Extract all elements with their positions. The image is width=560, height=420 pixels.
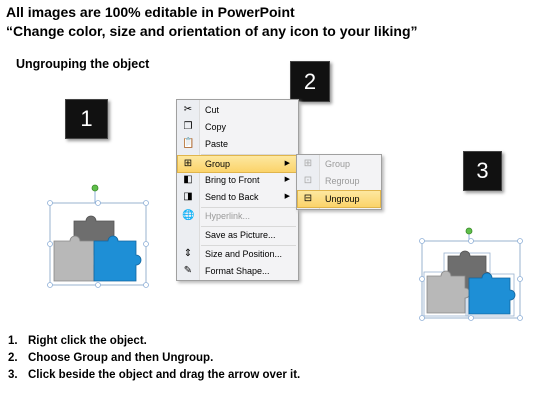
menu-item-size-and-position[interactable]: ⇕ Size and Position... xyxy=(183,248,283,259)
menu-item-send-to-back[interactable]: ◨ Send to Back ▶ xyxy=(178,189,297,205)
menu-item-format-shape[interactable]: ✎ Format Shape... xyxy=(183,265,270,276)
menu-separator xyxy=(201,226,296,227)
rotate-handle xyxy=(91,184,99,192)
resize-handles xyxy=(419,238,523,321)
menu-separator xyxy=(201,154,296,155)
menu-separator xyxy=(201,245,296,246)
hyperlink-icon: 🌐 xyxy=(182,210,195,221)
bring-front-icon: ◧ xyxy=(183,174,193,185)
menu-item-cut[interactable]: ✂ Cut xyxy=(183,104,220,115)
submenu-arrow-icon: ▶ xyxy=(284,160,290,167)
ungroup-icon: ⊟ xyxy=(303,193,313,204)
step-badge-2: 2 xyxy=(290,61,330,102)
menu-icon-gutter xyxy=(177,100,200,280)
menu-item-copy[interactable]: ❐ Copy xyxy=(183,121,227,132)
ungrouped-puzzle-object[interactable] xyxy=(418,226,524,322)
menu-item-group[interactable]: ⊞ Group ▶ xyxy=(177,155,298,173)
step-3: 3.Click beside the object and drag the a… xyxy=(8,369,301,381)
paste-icon: 📋 xyxy=(182,138,195,149)
menu-item-hyperlink: 🌐 Hyperlink... xyxy=(182,210,251,221)
send-back-icon: ◨ xyxy=(183,191,193,202)
rotate-handle xyxy=(465,227,473,235)
group-icon: ⊞ xyxy=(183,158,193,169)
size-icon: ⇕ xyxy=(183,248,193,259)
submenu-arrow-icon: ▶ xyxy=(284,176,290,183)
menu-item-save-as-picture[interactable]: Save as Picture... xyxy=(205,230,276,240)
puzzle-pieces xyxy=(426,250,516,315)
section-title: Ungrouping the object xyxy=(16,57,150,71)
group-submenu: ⊞ Group ⊡ Regroup ⊟ Ungroup xyxy=(296,154,382,210)
subheadline: “Change color, size and orientation of a… xyxy=(6,23,418,39)
step-1: 1.Right click the object. xyxy=(8,335,147,347)
format-shape-icon: ✎ xyxy=(183,265,193,276)
menu-separator xyxy=(201,207,296,208)
regroup-icon: ⊡ xyxy=(303,175,313,186)
menu-item-bring-to-front[interactable]: ◧ Bring to Front ▶ xyxy=(178,172,297,188)
step-2: 2.Choose Group and then Ungroup. xyxy=(8,352,214,364)
grouped-puzzle-object[interactable] xyxy=(44,183,154,288)
puzzle-pieces xyxy=(53,215,142,282)
submenu-item-ungroup[interactable]: ⊟ Ungroup xyxy=(297,190,381,208)
resize-handles xyxy=(47,200,149,288)
headline: All images are 100% editable in PowerPoi… xyxy=(6,4,295,20)
copy-icon: ❐ xyxy=(183,121,193,132)
instruction-steps: 1.Right click the object. 2.Choose Group… xyxy=(8,333,300,384)
step-badge-3: 3 xyxy=(463,151,502,191)
submenu-arrow-icon: ▶ xyxy=(284,193,290,200)
submenu-item-group: ⊞ Group xyxy=(303,158,351,169)
context-menu: ✂ Cut ❐ Copy 📋 Paste ⊞ Group ▶ ◧ Bring t… xyxy=(176,99,299,281)
step-badge-1: 1 xyxy=(65,99,108,139)
group-icon: ⊞ xyxy=(303,158,313,169)
scissors-icon: ✂ xyxy=(183,104,193,115)
menu-item-paste[interactable]: 📋 Paste xyxy=(182,138,229,149)
submenu-item-regroup: ⊡ Regroup xyxy=(303,175,360,186)
